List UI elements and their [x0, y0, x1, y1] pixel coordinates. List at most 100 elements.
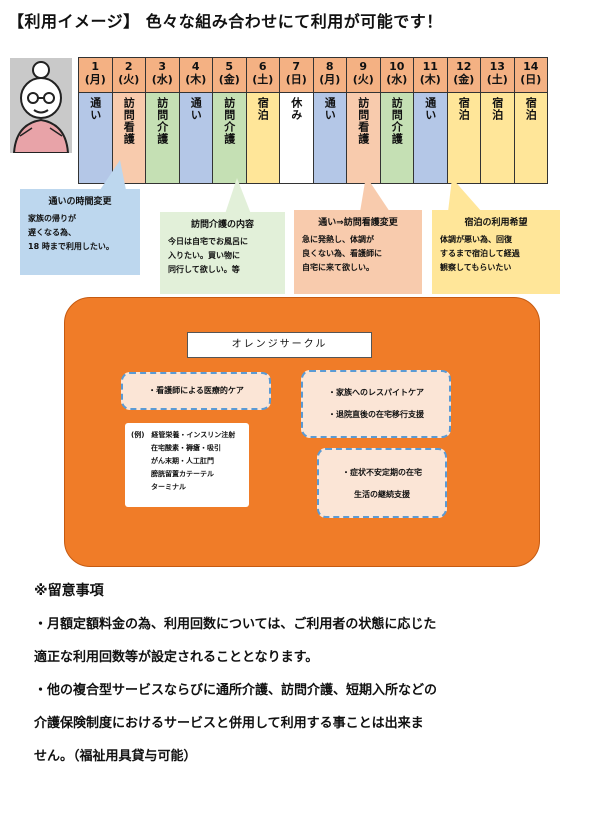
- calendar-weekday: (土): [486, 73, 508, 86]
- calendar-weekday: (木): [185, 73, 207, 86]
- calendar-weekday: (火): [118, 73, 140, 86]
- calendar-date: 3: [158, 60, 167, 73]
- calendar-service-cell: 宿泊: [245, 92, 280, 184]
- notes-line: 適正な利用回数等が設定されることとなります。: [34, 650, 319, 665]
- calendar-weekday: (土): [252, 73, 274, 86]
- calendar-service-cell: 宿泊: [480, 92, 515, 184]
- calendar-day-header: 2(火): [111, 57, 146, 93]
- notes-line: 介護保険制度におけるサービスと併用して利用する事ことは出来ま: [34, 716, 424, 731]
- calendar-weekday: (火): [352, 73, 374, 86]
- family-support-text: ・家族へのレスパイトケア: [328, 388, 424, 397]
- calendar-weekday: (金): [453, 73, 475, 86]
- calendar-day-header: 11(木): [413, 57, 448, 93]
- calendar-service-label: 通い: [189, 97, 203, 121]
- example-line: がん末期・人工肛門: [151, 457, 214, 465]
- callout-title: 通いの時間変更: [48, 197, 112, 207]
- unstable-support-text: ・症状不安定期の在宅: [342, 468, 422, 477]
- calendar-date: 8: [325, 60, 334, 73]
- calendar-date: 10: [389, 60, 405, 73]
- callout-overnight: 宿泊の利用希望 体調が悪い為、回復 するまで宿泊して経過 観察してもらいたい: [432, 210, 560, 294]
- page-title: 【利用イメージ】 色々な組み合わせにて利用が可能です！: [8, 12, 443, 31]
- calendar-service-label: 通い: [323, 97, 337, 121]
- callout-text: するまで宿泊して経過: [440, 249, 520, 258]
- callout-text: 急に発熱し、体調が: [302, 235, 374, 244]
- notes-line: せん。（福祉用具貸与可能）: [34, 749, 197, 764]
- callout-text: 自宅に来て欲しい。: [302, 263, 374, 272]
- calendar-service-cell: 通い: [178, 92, 213, 184]
- notes-section: ※留意事項 ・月額定額料金の為、利用回数については、ご利用者の状態に応じた 適正…: [34, 575, 574, 773]
- calendar-service-label: 宿泊: [256, 97, 270, 121]
- calendar-service-cell: 宿泊: [513, 92, 548, 184]
- family-support-box: ・家族へのレスパイトケア ・退院直後の在宅移行支援: [301, 370, 451, 438]
- calendar-date: 13: [489, 60, 505, 73]
- calendar-service-label: 訪問看護: [122, 97, 136, 145]
- calendar-day-header: 14(日): [513, 57, 548, 93]
- example-line: (例) 経管栄養・インスリン注射: [131, 431, 236, 439]
- calendar-date: 11: [422, 60, 438, 73]
- unstable-support-box: ・症状不安定期の在宅 生活の継続支援: [317, 448, 447, 518]
- calendar-service-label: 訪問介護: [155, 97, 169, 145]
- notes-line: ・他の複合型サービスならびに通所介護、訪問介護、短期入所などの: [34, 683, 438, 698]
- callout-title: 訪問介護の内容: [190, 220, 254, 230]
- calendar-date: 12: [456, 60, 472, 73]
- callout-text: 18 時まで利用したい。: [28, 242, 114, 251]
- calendar-service-label: 休み: [289, 97, 303, 121]
- calendar-day-header: 13(土): [480, 57, 515, 93]
- medical-care-box: ・看護師による医療的ケア: [121, 372, 271, 410]
- calendar-service-label: 通い: [88, 97, 102, 121]
- callout-1-tail: [100, 160, 126, 190]
- calendar-service-label: 訪問看護: [356, 97, 370, 145]
- callout-title: 通い⇒訪問看護変更: [318, 218, 398, 228]
- calendar-date: 5: [225, 60, 234, 73]
- medical-care-text: ・看護師による医療的ケア: [148, 386, 244, 395]
- calendar-weekday: (水): [151, 73, 173, 86]
- orange-circle-title: オレンジサークル: [187, 332, 372, 358]
- callout-text: 遅くなる為、: [28, 228, 76, 237]
- example-line: ターミナル: [151, 483, 186, 491]
- callout-text: 同行して欲しい。等: [168, 265, 240, 274]
- calendar-weekday: (金): [218, 73, 240, 86]
- callout-text: 家族の帰りが: [28, 214, 76, 223]
- calendar-day-header: 6(土): [245, 57, 280, 93]
- calendar-day-header: 8(月): [312, 57, 347, 93]
- calendar-date: 2: [124, 60, 133, 73]
- callout-home-care: 訪問介護の内容 今日は自宅でお風呂に 入りたい。買い物に 同行して欲しい。等: [160, 212, 285, 294]
- calendar-day-header: 12(金): [446, 57, 481, 93]
- notes-heading: ※留意事項: [34, 583, 104, 599]
- calendar-weekday: (水): [386, 73, 408, 86]
- calendar-date: 6: [258, 60, 267, 73]
- calendar-day-header: 9(火): [346, 57, 381, 93]
- calendar-date: 7: [292, 60, 301, 73]
- example-line: 在宅酸素・褥瘡・吸引: [151, 444, 221, 452]
- calendar-date: 4: [191, 60, 200, 73]
- calendar-service-cell: 訪問看護: [346, 92, 381, 184]
- calendar-service-label: 訪問介護: [390, 97, 404, 145]
- calendar-service-cell: 訪問看護: [111, 92, 146, 184]
- calendar-day-header: 10(水): [379, 57, 414, 93]
- medical-examples-box: (例) 経管栄養・インスリン注射 在宅酸素・褥瘡・吸引 がん末期・人工肛門 膀胱…: [125, 423, 249, 507]
- example-line: 膀胱留置カテーテル: [151, 470, 214, 478]
- callout-2-tail: [225, 178, 251, 214]
- calendar-day-header: 1(月): [78, 57, 113, 93]
- calendar-date: 14: [523, 60, 539, 73]
- callout-text: 良くない為、看護師に: [302, 249, 382, 258]
- transition-support-text: ・退院直後の在宅移行支援: [328, 410, 424, 419]
- calendar-weekday: (月): [84, 73, 106, 86]
- calendar-day-header: 4(木): [178, 57, 213, 93]
- callout-text: 今日は自宅でお風呂に: [168, 237, 248, 246]
- calendar-service-cell: 休み: [279, 92, 314, 184]
- schedule-calendar: 1(月)2(火)3(水)4(木)5(金)6(土)7(日)8(月)9(火)10(水…: [78, 57, 548, 184]
- calendar-service-cell: 訪問介護: [379, 92, 414, 184]
- calendar-day-header: 7(日): [279, 57, 314, 93]
- callout-text: 体調が悪い為、回復: [440, 235, 512, 244]
- calendar-weekday: (月): [319, 73, 341, 86]
- calendar-service-cell: 訪問介護: [212, 92, 247, 184]
- calendar-service-label: 訪問介護: [222, 97, 236, 145]
- notes-line: ・月額定額料金の為、利用回数については、ご利用者の状態に応じた: [34, 617, 437, 632]
- calendar-service-label: 宿泊: [524, 97, 538, 121]
- unstable-support-text: 生活の継続支援: [354, 490, 410, 499]
- callout-text: 観察してもらいたい: [440, 263, 512, 272]
- callout-3-tail: [360, 176, 390, 212]
- calendar-day-header: 3(水): [145, 57, 180, 93]
- elderly-person-icon: [10, 58, 72, 154]
